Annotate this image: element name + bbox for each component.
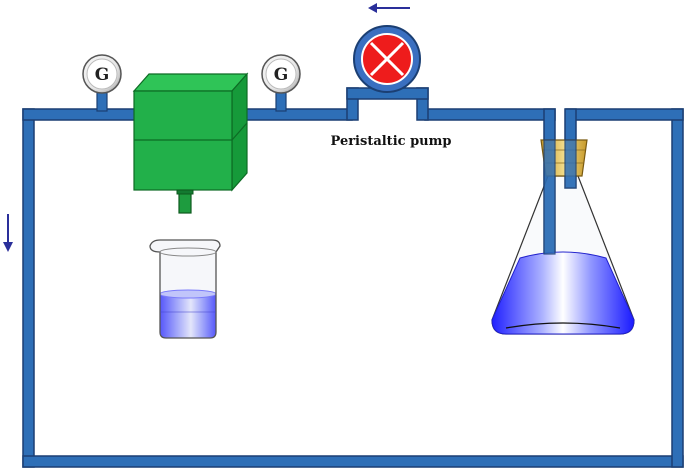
flow-arrow-down-icon xyxy=(3,214,13,252)
permeate-beaker xyxy=(149,239,221,339)
pipe-top-right xyxy=(565,108,684,121)
module-top-face xyxy=(132,73,249,92)
beaker-liquid xyxy=(160,294,216,338)
pipe-right-vertical xyxy=(671,108,684,468)
pressure-gauge-left: G xyxy=(82,54,122,94)
gauge-right-label: G xyxy=(274,65,289,85)
pump-flow-arrow-left-icon xyxy=(368,3,410,13)
pipe-pump-to-flask xyxy=(424,108,556,121)
flask-liquid xyxy=(491,251,635,335)
flask-inlet-tube xyxy=(543,139,556,255)
pipe-left-vertical xyxy=(22,108,35,468)
pipe-module-to-pump xyxy=(237,108,353,121)
tubing-loop xyxy=(22,87,684,468)
pipe-top-left xyxy=(22,108,142,121)
peristaltic-pump xyxy=(353,25,421,93)
feed-flask xyxy=(491,139,635,335)
membrane-module xyxy=(132,72,249,214)
pump-label: Peristaltic pump xyxy=(331,134,452,149)
pressure-gauge-right: G xyxy=(261,54,301,94)
flask-outlet-tube xyxy=(564,139,577,189)
gauge-left-label: G xyxy=(95,65,110,85)
pipe-bottom xyxy=(22,455,684,468)
module-permeate-outlet xyxy=(178,192,192,214)
